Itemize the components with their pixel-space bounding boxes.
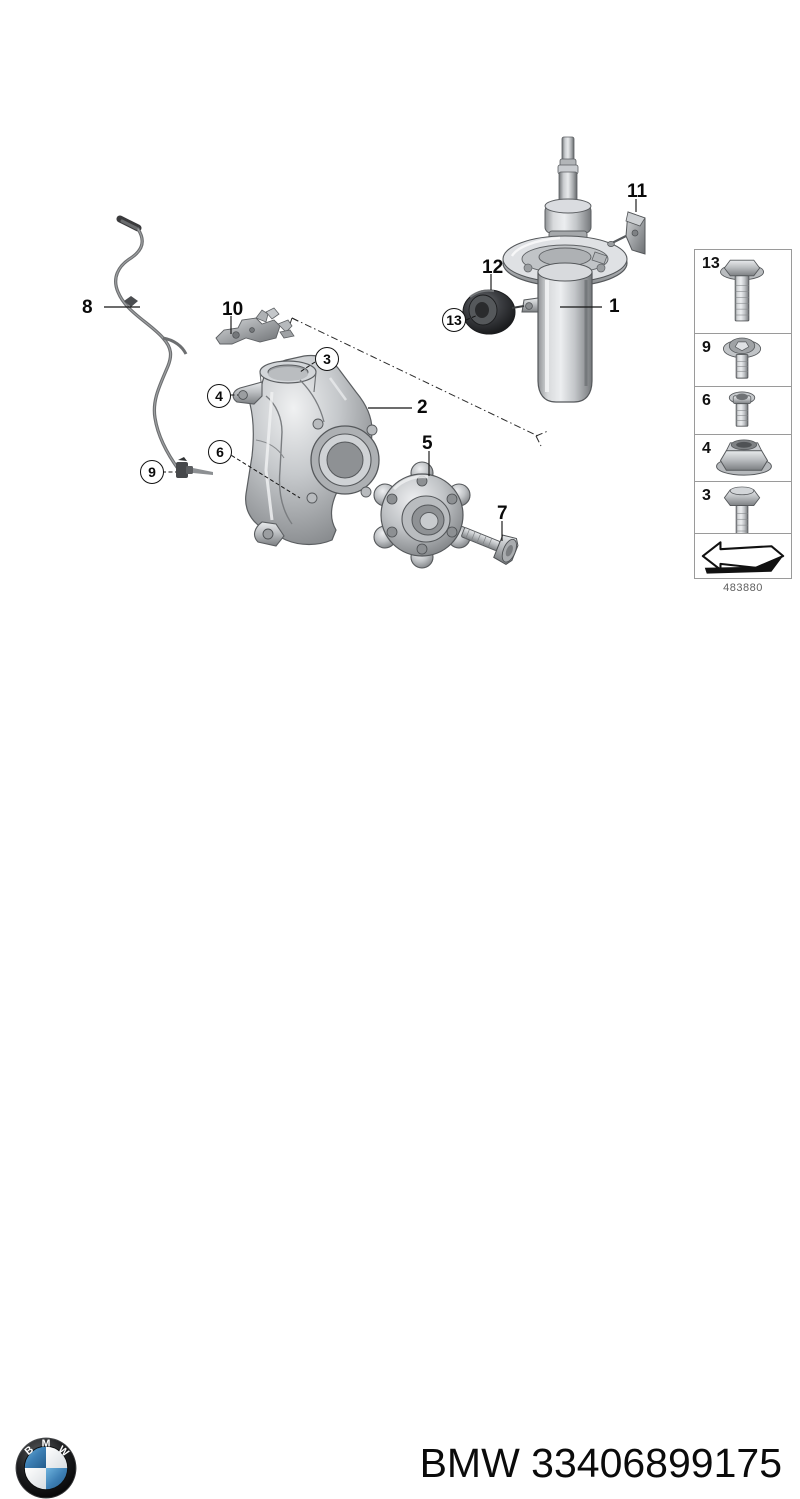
legend-diagram-code: 483880 [723, 582, 763, 594]
part-11-bracket-clip [607, 211, 646, 255]
callout-leader-lines [104, 199, 637, 541]
part-5-wheel-hub [373, 461, 471, 569]
hex-flange-bolt-long-icon [720, 259, 765, 322]
callout-4: 4 [207, 384, 231, 408]
legend-row-9: 9 [695, 334, 791, 387]
bmw-roundel-logo: B M W [15, 1437, 77, 1499]
callout-12: 12 [482, 257, 504, 278]
legend-number-13: 13 [702, 255, 720, 272]
legend-row-4: 4 [695, 435, 791, 482]
legend-number-3: 3 [702, 487, 711, 504]
hex-bolt-long-icon [723, 486, 761, 533]
callout-9: 9 [140, 460, 164, 484]
part-12-rubber-mount [462, 289, 525, 335]
direction-arrow-icon [701, 541, 785, 574]
callout-1: 1 [609, 296, 620, 317]
part-10-bracket [215, 307, 295, 345]
torx-flange-bolt-short-icon [722, 337, 762, 379]
callout-6: 6 [208, 440, 232, 464]
callout-3: 3 [315, 347, 339, 371]
callout-10: 10 [222, 299, 244, 320]
part-2-steering-knuckle [232, 354, 380, 547]
callout-13: 13 [442, 308, 466, 332]
footer-bar: B M W BMW 33406899175 [0, 714, 800, 1499]
callout-8: 8 [82, 297, 93, 318]
part-7-axle-bolt [461, 527, 519, 566]
part-number-text: BMW 33406899175 [419, 1440, 782, 1486]
legend-row-arrow [695, 534, 791, 580]
exploded-diagram-canvas [104, 136, 646, 569]
parts-diagram-page: 8 10 11 12 1 2 5 7 3 4 6 9 13 13 9 [0, 136, 800, 1499]
hex-flange-nut-icon [716, 439, 772, 476]
legend-number-6: 6 [702, 392, 711, 409]
legend-number-4: 4 [702, 440, 711, 457]
legend-number-9: 9 [702, 339, 711, 356]
socket-head-bolt-icon [728, 391, 756, 427]
callout-5: 5 [422, 433, 433, 454]
legend-row-6: 6 [695, 387, 791, 435]
callout-11: 11 [627, 181, 648, 202]
callout-2: 2 [417, 397, 428, 418]
part-8-abs-sensor [114, 215, 213, 478]
hardware-legend-panel: 13 9 [694, 249, 792, 579]
legend-row-13: 13 [695, 250, 791, 334]
legend-row-3: 3 [695, 482, 791, 534]
callout-7: 7 [497, 503, 508, 524]
part-1-spring-strut [502, 136, 628, 403]
svg-text:M: M [42, 1437, 51, 1449]
